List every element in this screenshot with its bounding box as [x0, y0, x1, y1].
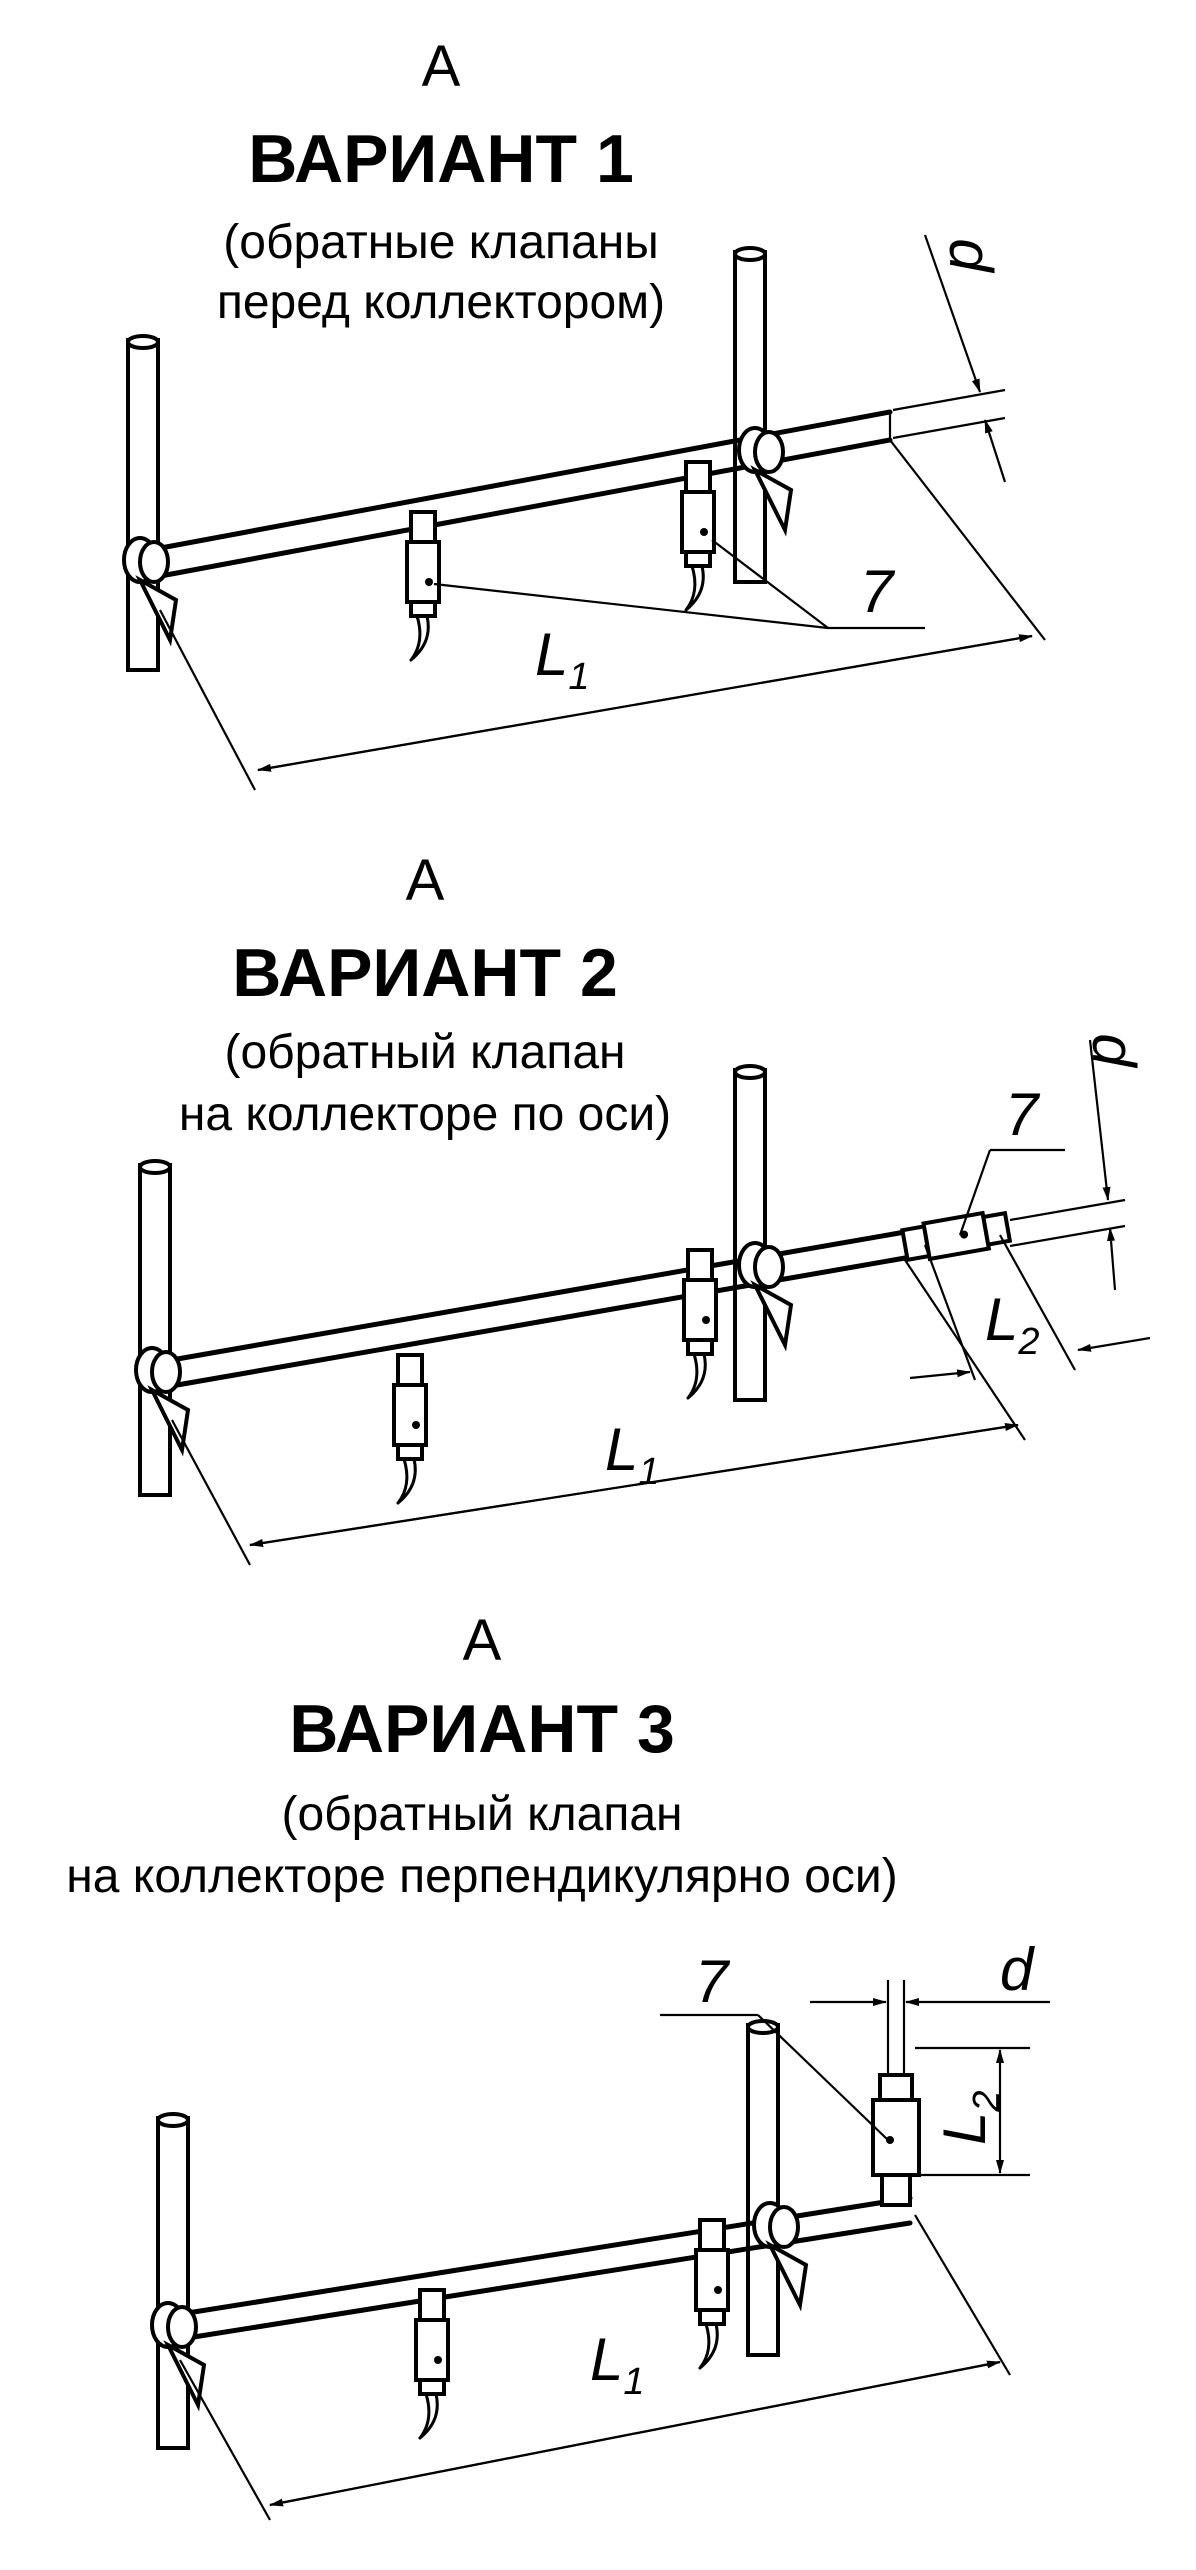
length-label: L1	[605, 1416, 660, 1493]
view-label: А	[406, 848, 445, 913]
dimension-p	[1009, 1039, 1126, 1291]
perpendicular-check-valve	[871, 2050, 921, 2207]
manifold-pipe	[157, 1229, 908, 1391]
variant-subtitle-1: (обратные клапаны	[223, 216, 658, 269]
leader-item-7	[433, 539, 925, 630]
variant-title: ВАРИАНТ 3	[289, 1691, 675, 1767]
variant-subtitle-2: на коллекторе перпендикулярно оси)	[66, 1850, 897, 1903]
length-label: L1	[590, 2326, 645, 2403]
check-valve-nozzle	[680, 460, 716, 612]
view-label: А	[422, 34, 461, 99]
dimension-l1	[171, 1259, 1026, 1566]
item-number: 7	[860, 558, 896, 625]
variant-3: А ВАРИАНТ 3 (обратный клапан на коллекто…	[66, 1608, 1050, 2521]
length2-label: L2	[985, 1286, 1040, 1363]
length-label: L1	[535, 621, 590, 698]
variant-subtitle-2: перед коллектором)	[217, 276, 665, 329]
leader-item-7	[660, 2013, 889, 2141]
variant-title: ВАРИАНТ 2	[232, 935, 618, 1011]
variant-subtitle-1: (обратный клапан	[281, 1788, 682, 1841]
view-label: А	[463, 1608, 502, 1673]
item-number: 7	[695, 1948, 731, 2015]
check-valve-nozzle	[405, 510, 441, 662]
item-number: 7	[1005, 1081, 1041, 1148]
variant-1: А ВАРИАНТ 1 (обратные клапаны перед колл…	[122, 34, 1046, 791]
p-label: p	[1071, 1033, 1138, 1068]
nozzle	[694, 2218, 730, 2370]
leader-item-7	[958, 1148, 1065, 1236]
variant-2: А ВАРИАНТ 2 (обратный клапан на коллекто…	[134, 848, 1151, 1566]
dimension-l1	[159, 439, 1046, 791]
variant-title: ВАРИАНТ 1	[248, 121, 634, 197]
support-post-right	[733, 246, 767, 584]
support-post-right	[746, 2019, 780, 2357]
variant-subtitle-2: на коллекторе по оси)	[179, 1088, 671, 1141]
support-post-left	[138, 1159, 172, 1497]
variant-subtitle-1: (обратный клапан	[224, 1026, 625, 1079]
support-post-left	[126, 334, 160, 672]
nozzle	[682, 1248, 718, 1400]
nozzle	[414, 2288, 450, 2440]
length2-label: L2	[931, 2090, 1008, 2145]
dimension-l2	[915, 2046, 1030, 2177]
nozzle	[392, 1353, 428, 1505]
dimension-l2	[909, 1234, 1151, 1381]
support-post-left	[156, 2112, 190, 2450]
dimension-d	[810, 1980, 1050, 2050]
p-label: p	[928, 238, 995, 273]
dimension-p	[892, 234, 1007, 483]
inline-check-valve	[900, 1210, 1013, 1263]
dimension-l1	[179, 2214, 1011, 2521]
d-label: d	[1000, 1936, 1035, 2003]
support-post-right	[733, 1064, 767, 1402]
